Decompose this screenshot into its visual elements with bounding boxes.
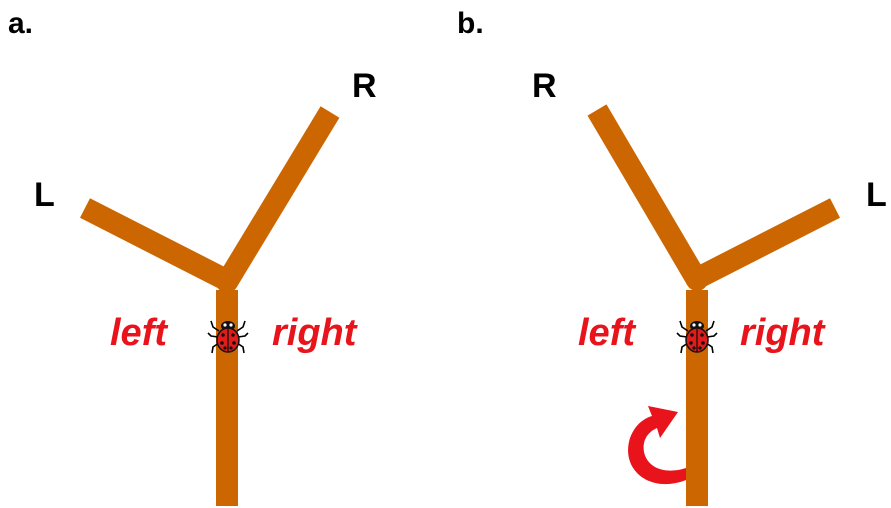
panel-b: b. R L left right: [457, 7, 887, 506]
panel-a-junction: [216, 271, 238, 293]
panel-b-left-arm: [587, 104, 707, 286]
panel-a-end-left-label: L: [34, 176, 55, 214]
panel-a-left-arm: [79, 198, 236, 292]
panel-a-right-arm: [217, 106, 340, 288]
panel-b-right-arm: [688, 198, 841, 290]
panel-a-label: a.: [8, 7, 33, 40]
panel-b-end-left-label: R: [532, 67, 557, 105]
panel-b-junction: [686, 269, 708, 291]
panel-a-side-left-label: left: [110, 312, 168, 354]
panel-a: a. L R left right: [8, 7, 377, 506]
panel-b-label: b.: [457, 7, 484, 40]
curved-arrow-icon: [628, 406, 686, 485]
panel-a-maze: [79, 106, 340, 506]
panel-b-side-right-label: right: [740, 312, 826, 354]
ladybug-icon: [207, 320, 249, 354]
panel-a-side-right-label: right: [272, 312, 358, 354]
panel-a-end-right-label: R: [352, 67, 377, 105]
panel-b-end-right-label: L: [866, 176, 887, 214]
ladybug-icon: [676, 320, 718, 354]
panel-b-side-left-label: left: [578, 312, 636, 354]
